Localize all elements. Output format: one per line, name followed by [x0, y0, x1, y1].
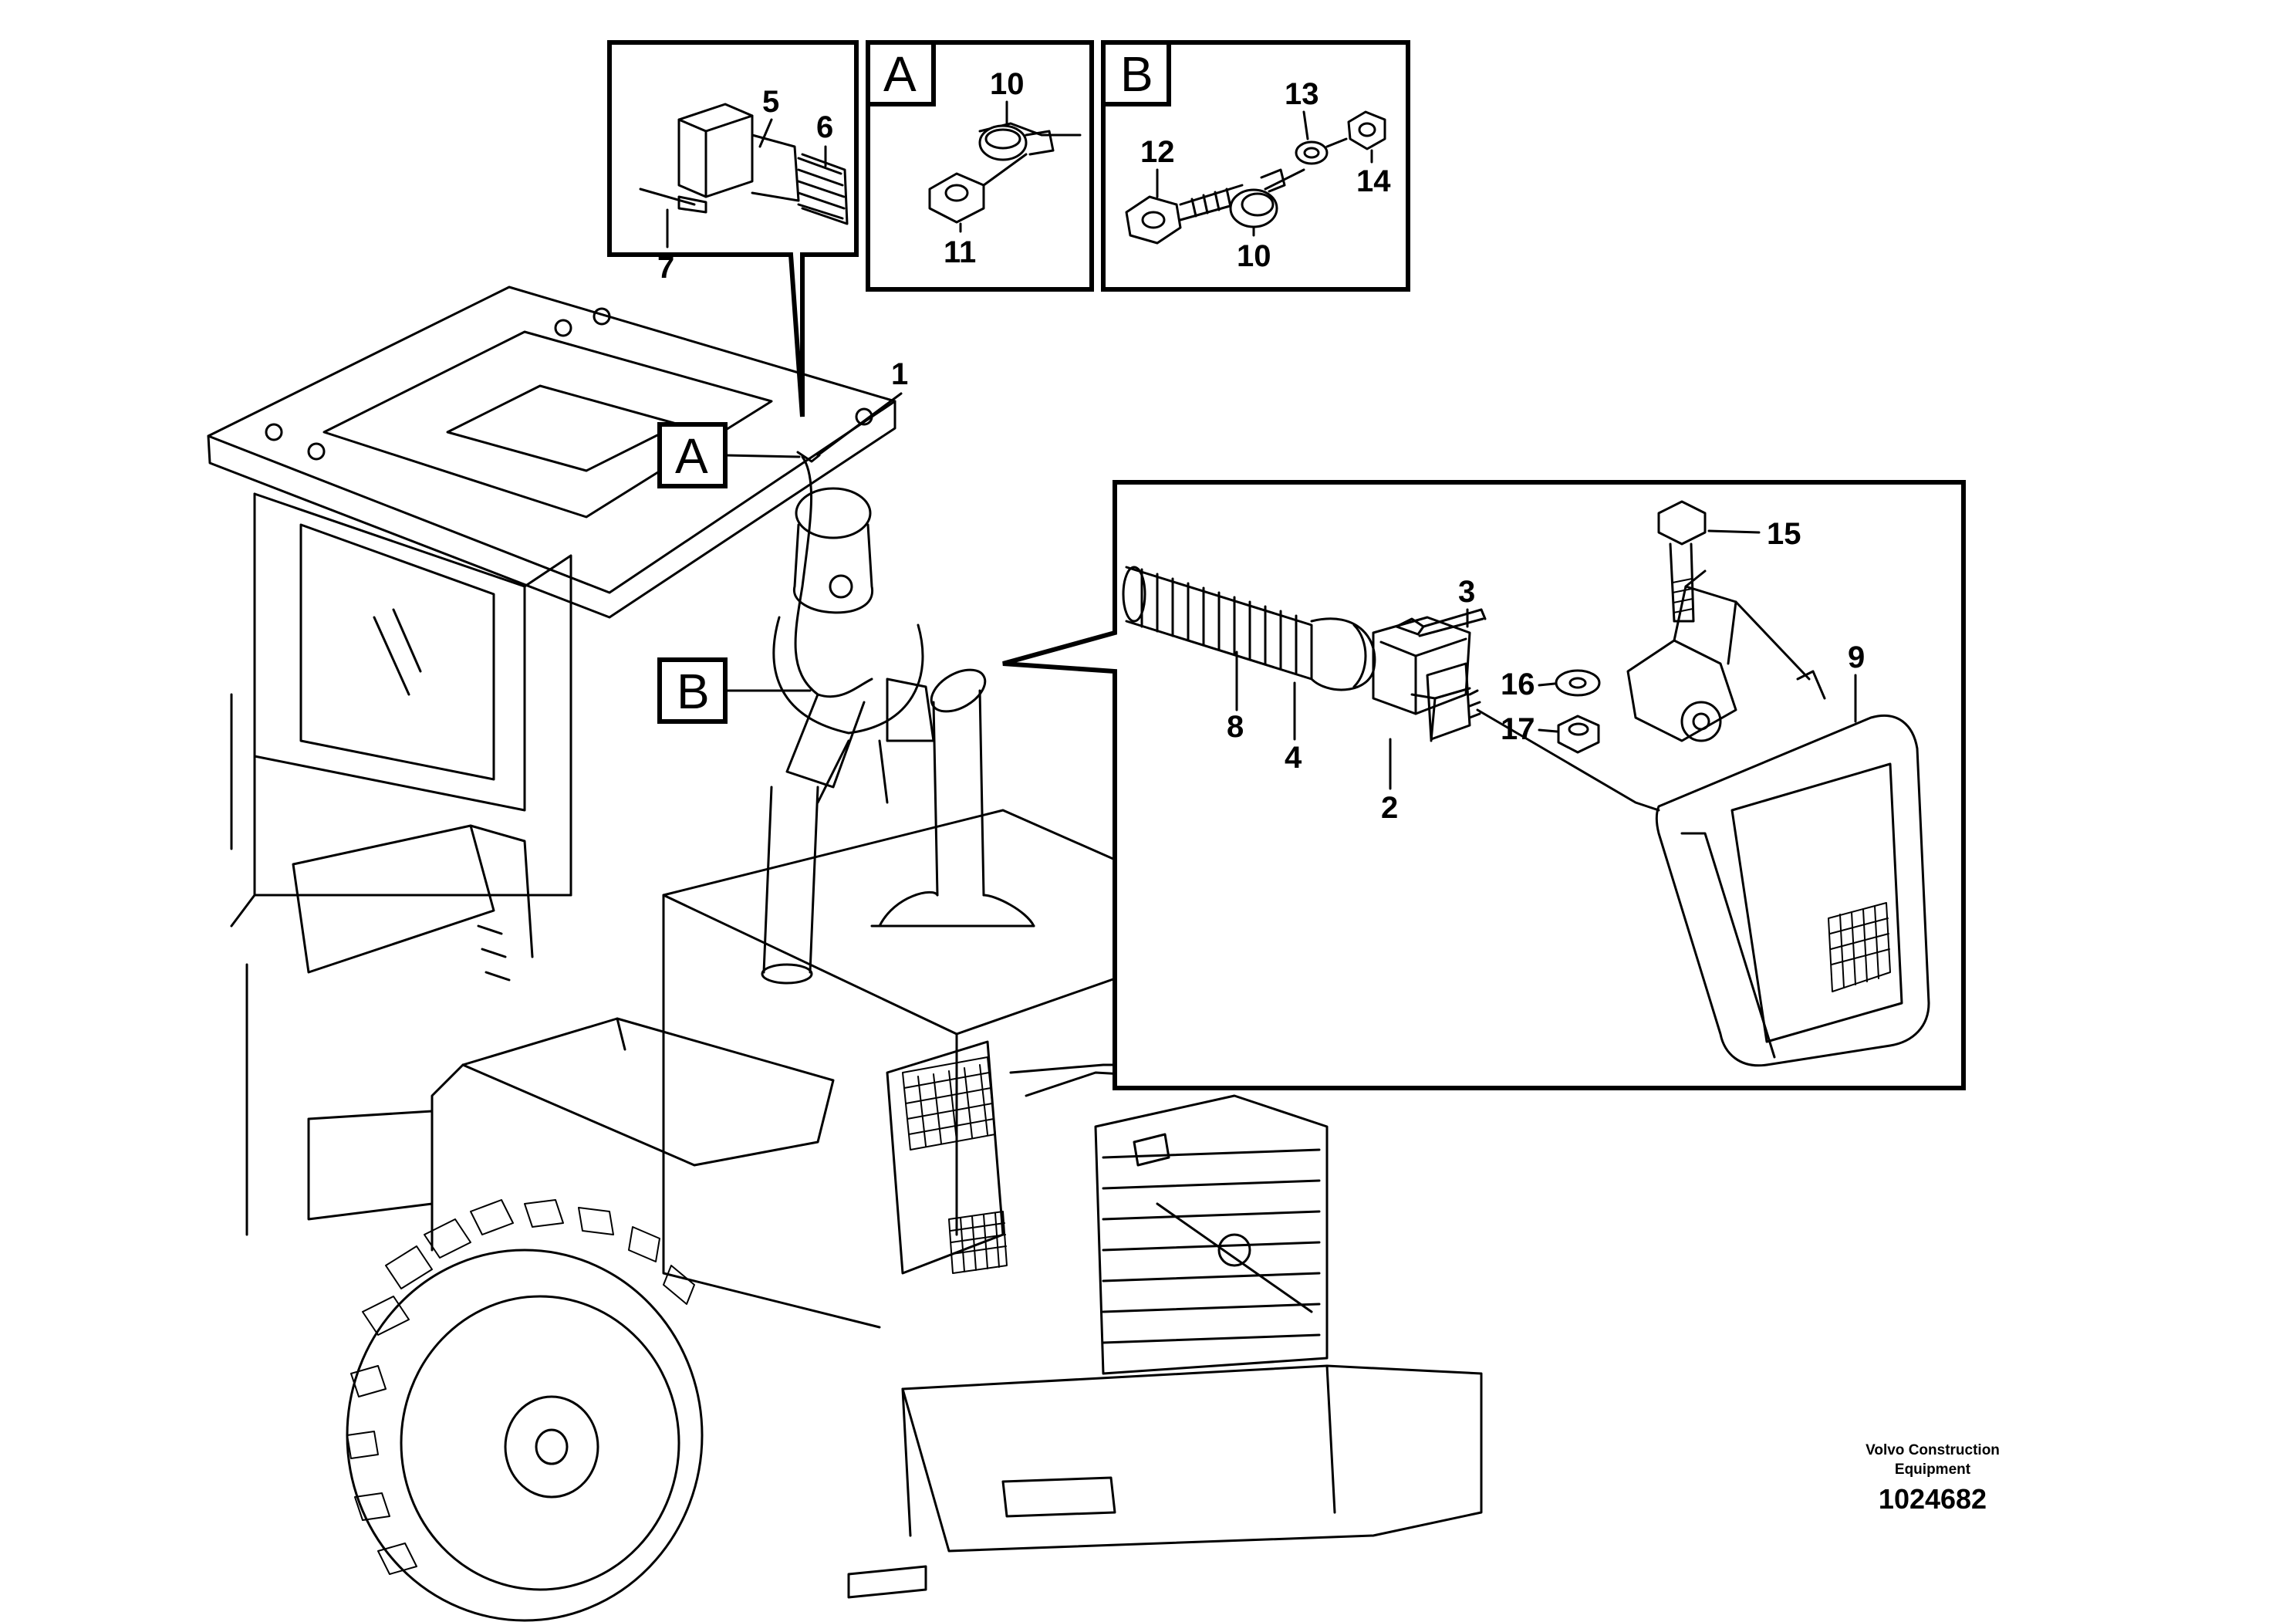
callout-3: 3: [1458, 575, 1475, 609]
detail-a-marker-label: A: [675, 428, 708, 484]
rear-frame: [230, 693, 434, 1236]
callout-2: 2: [1381, 791, 1398, 825]
work-lamp-housing: [1655, 670, 1930, 1067]
detail-a-tag: A: [883, 46, 917, 102]
callout-9: 9: [1848, 640, 1865, 674]
terminal-pin: [1395, 608, 1487, 637]
callout-7: 7: [657, 251, 674, 285]
front-fender: [430, 1017, 835, 1252]
work-lamp-detail-panel: 15 3 9 16 17 8 4 2: [1002, 480, 1966, 1090]
corrugated-tube: [1122, 566, 1313, 681]
detail-a-tag-box: [866, 40, 936, 106]
callout-10-a: 10: [990, 67, 1025, 101]
company-name-line2: Equipment: [1895, 1461, 1971, 1478]
callout-13: 13: [1285, 77, 1319, 111]
callout-11: 11: [944, 235, 976, 269]
callout-1: 1: [891, 357, 908, 391]
detail-b-tag-box: [1101, 40, 1171, 106]
company-name-line1: Volvo Construction: [1866, 1442, 2000, 1458]
lock-nut: [1557, 715, 1600, 754]
detail-a-panel: A 10 11: [866, 40, 1094, 292]
cable-harness: [794, 451, 873, 698]
front-bumper: [847, 1364, 1483, 1599]
callout-1-group: 1: [816, 357, 908, 457]
air-intake: [761, 487, 935, 985]
document-footer: Volvo Construction Equipment 1024682: [1866, 1442, 2000, 1515]
cab-roof: [207, 286, 896, 619]
callout-12: 12: [1140, 135, 1175, 169]
front-tire: [346, 1199, 704, 1622]
connector-detail-panel: 5 6 7: [607, 40, 859, 417]
cab-body: [230, 492, 572, 982]
callout-17: 17: [1501, 712, 1535, 746]
wheel-loader-drawing: [207, 286, 1483, 1622]
lamp-wire: [1476, 708, 1660, 812]
callout-5: 5: [762, 85, 779, 119]
callout-8: 8: [1227, 710, 1244, 744]
callout-15: 15: [1767, 517, 1801, 551]
washer: [1555, 669, 1601, 697]
front-grille: [1094, 1094, 1329, 1375]
callout-6: 6: [816, 110, 833, 144]
side-vent-grid: [902, 1056, 1008, 1274]
callout-14: 14: [1356, 164, 1391, 198]
detail-b-marker-label: B: [677, 664, 710, 719]
detail-a-marker: A: [657, 422, 801, 488]
callout-4: 4: [1285, 741, 1302, 775]
detail-b-panel: B 12 13 14 10: [1101, 40, 1410, 292]
detail-b-marker: B: [657, 657, 812, 724]
lamp-connector: [1372, 616, 1481, 742]
document-number: 1024682: [1879, 1483, 1987, 1515]
exhaust-stack: [870, 668, 1035, 928]
lamp-bracket: [1626, 569, 1811, 742]
callout-16: 16: [1501, 667, 1535, 701]
callout-10-b: 10: [1237, 239, 1271, 273]
detail-b-tag: B: [1120, 46, 1153, 102]
mounting-bolt: [1657, 500, 1707, 623]
